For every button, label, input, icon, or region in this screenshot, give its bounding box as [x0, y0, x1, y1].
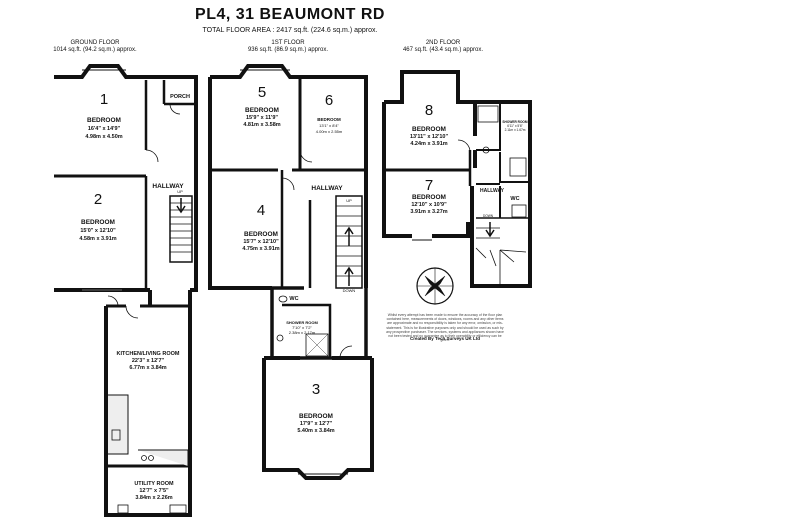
room-5-imperial: 15'9" x 11'9" [246, 115, 278, 121]
ground-floor-area: 1014 sq.ft. (94.2 sq.m.) approx. [53, 47, 137, 53]
room-3-imperial: 17'9" x 12'7" [300, 421, 333, 427]
first-stairs-down-label: DOWN [343, 288, 356, 293]
ground-hallway-label: HALLWAY [152, 183, 184, 190]
room-5-number: 5 [258, 84, 266, 101]
ground-floor-plan [54, 64, 198, 517]
first-wc-label: WC [289, 296, 298, 302]
room-1-number: 1 [100, 91, 108, 108]
room-7-imperial: 12'10" x 10'9" [411, 202, 447, 208]
room-5-metric: 4.81m x 3.58m [243, 122, 280, 128]
first-stairs-up-label: UP [346, 198, 352, 203]
porch-label: PORCH [170, 94, 190, 100]
room-7-name: BEDROOM [412, 194, 446, 201]
room-8-metric: 4.24m x 3.91m [410, 141, 447, 147]
room-4-name: BEDROOM [244, 231, 278, 238]
shower-room-1-name: SHOWER ROOM [286, 320, 318, 325]
second-floor-heading: 2ND FLOOR 467 sq.ft. (43.4 sq.m.) approx… [398, 40, 488, 54]
room-6-name: BEDROOM [317, 117, 341, 122]
room-4-metric: 4.75m x 3.91m [242, 246, 279, 252]
room-7-number: 7 [425, 177, 433, 194]
ground-floor-heading: GROUND FLOOR 1014 sq.ft. (94.2 sq.m.) ap… [40, 40, 150, 54]
utility-name: UTILITY ROOM [134, 481, 174, 487]
shower-room-2-metric: 2.11m x 1.67m [505, 128, 526, 132]
room-2-number: 2 [94, 191, 102, 208]
kitchen-metric: 6.77m x 3.84m [129, 365, 166, 371]
first-floor-name: 1ST FLOOR [271, 40, 305, 46]
room-6-number: 6 [325, 92, 333, 109]
first-hallway-label: HALLWAY [311, 185, 343, 192]
second-floor-name: 2ND FLOOR [425, 40, 461, 46]
room-3-name: BEDROOM [299, 413, 333, 420]
ground-stairs-up-label: UP [177, 189, 183, 194]
room-4-imperial: 15'7" x 12'10" [243, 239, 279, 245]
kitchen-name: KITCHEN/LIVING ROOM [117, 351, 180, 357]
room-3-number: 3 [312, 381, 320, 398]
room-5-name: BEDROOM [245, 107, 279, 114]
room-1-name: BEDROOM [87, 117, 121, 124]
room-1-metric: 4.98m x 4.50m [85, 134, 122, 140]
room-6-imperial: 13'1" x 8'4" [319, 123, 339, 128]
room-2-imperial: 15'0" x 12'10" [80, 228, 116, 234]
room-6-metric: 4.00m x 2.55m [316, 129, 343, 134]
first-floor-heading: 1ST FLOOR 936 sq.ft. (86.9 sq.m.) approx… [228, 40, 348, 54]
shower-room-2-name: SHOWER ROOM [502, 120, 527, 124]
total-floor-area: TOTAL FLOOR AREA : 2417 sq.ft. (224.6 sq… [202, 27, 378, 34]
compass-rose [416, 267, 454, 305]
second-wc-label: WC [510, 196, 519, 202]
first-floor-plan [208, 64, 374, 480]
disclaimer-text: Whilst every attempt has been made to en… [386, 313, 504, 343]
second-stairs-down-label: DOWN [483, 214, 494, 218]
room-8-imperial: 13'11" x 12'10" [410, 134, 449, 140]
shower-room-1-imperial: 7'10" x 7'2" [292, 325, 312, 330]
second-hallway-label: HALLWAY [480, 188, 505, 194]
kitchen-imperial: 22'3" x 12'7" [132, 358, 165, 364]
shower-room-2-imperial: 6'11" x 5'6" [507, 124, 522, 128]
second-floor-area: 467 sq.ft. (43.4 sq.m.) approx. [402, 47, 484, 53]
room-2-name: BEDROOM [81, 219, 115, 226]
first-floor-area: 936 sq.ft. (86.9 sq.m.) approx. [247, 47, 329, 53]
page-title: PL4, 31 BEAUMONT RD [195, 6, 385, 23]
utility-metric: 3.84m x 2.26m [135, 495, 172, 501]
room-1-imperial: 16'4" x 14'9" [88, 126, 121, 132]
room-2-metric: 4.58m x 3.91m [79, 236, 116, 242]
room-8-number: 8 [425, 102, 433, 119]
room-4-number: 4 [257, 202, 265, 219]
ground-floor-name: GROUND FLOOR [70, 40, 120, 46]
credit-text: Created By Tech Surveys UK Ltd [410, 336, 480, 341]
room-7-metric: 3.91m x 3.27m [410, 209, 447, 215]
room-8-name: BEDROOM [412, 126, 446, 133]
second-floor-plan [382, 70, 532, 288]
utility-imperial: 12'7" x 7'5" [139, 488, 169, 494]
shower-room-1-metric: 2.38m x 2.17m [289, 330, 316, 335]
room-3-metric: 5.40m x 3.84m [297, 428, 334, 434]
